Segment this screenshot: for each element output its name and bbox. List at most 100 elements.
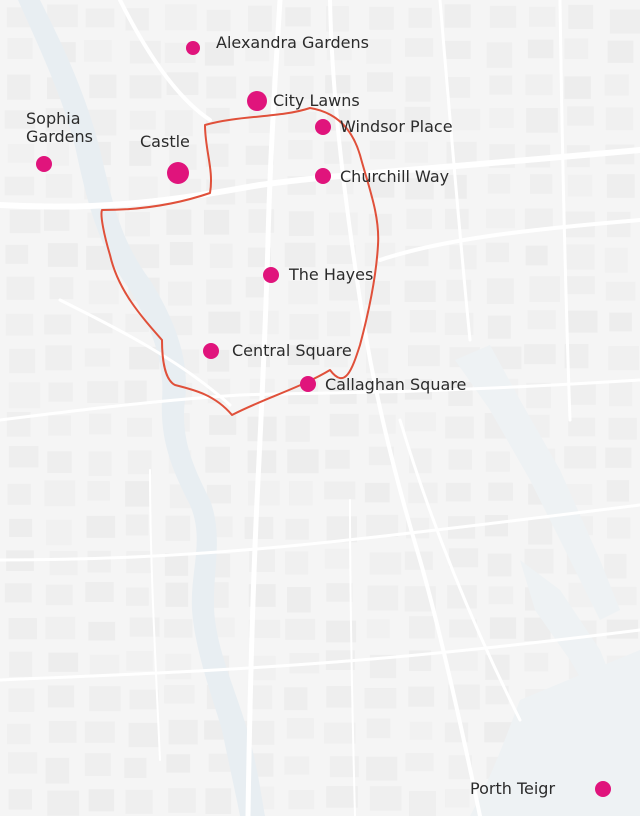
city-block bbox=[564, 446, 597, 469]
city-block bbox=[208, 311, 241, 334]
city-block bbox=[488, 586, 514, 605]
city-block bbox=[8, 789, 32, 810]
city-block bbox=[48, 720, 77, 743]
city-block bbox=[45, 108, 70, 132]
road bbox=[0, 503, 640, 562]
city-block bbox=[609, 9, 640, 34]
city-block bbox=[445, 416, 474, 439]
city-block bbox=[287, 345, 320, 366]
place-marker-porth-teigr[interactable] bbox=[595, 781, 611, 797]
place-marker-the-hayes[interactable] bbox=[263, 267, 279, 283]
city-block bbox=[47, 243, 78, 267]
city-block bbox=[607, 517, 631, 539]
road bbox=[349, 499, 356, 816]
place-marker-callaghan-square[interactable] bbox=[300, 376, 316, 392]
place-marker-castle[interactable] bbox=[167, 162, 189, 184]
city-block bbox=[45, 174, 73, 198]
city-block bbox=[89, 413, 112, 435]
city-block bbox=[168, 788, 196, 813]
city-block bbox=[605, 447, 632, 468]
city-block bbox=[88, 621, 116, 641]
city-block bbox=[366, 39, 392, 64]
place-marker-city-lawns[interactable] bbox=[247, 91, 267, 111]
river-taff bbox=[18, 0, 265, 816]
city-block bbox=[367, 72, 393, 92]
city-block bbox=[88, 451, 112, 476]
city-block bbox=[247, 685, 273, 710]
city-block bbox=[405, 753, 434, 772]
city-block bbox=[85, 582, 114, 602]
city-block bbox=[165, 515, 191, 541]
roath-dock bbox=[455, 345, 620, 620]
city-block bbox=[444, 208, 469, 230]
city-block bbox=[48, 382, 73, 402]
city-block bbox=[207, 378, 231, 404]
city-block bbox=[124, 380, 147, 404]
city-block bbox=[125, 481, 150, 507]
city-block bbox=[564, 38, 589, 59]
city-block bbox=[567, 174, 593, 197]
city-block bbox=[325, 449, 350, 469]
city-block bbox=[285, 7, 311, 27]
city-block bbox=[326, 516, 357, 543]
city-block bbox=[245, 276, 270, 298]
city-block bbox=[288, 140, 313, 160]
city-block bbox=[408, 686, 435, 707]
road bbox=[245, 0, 283, 816]
city-block bbox=[404, 38, 434, 57]
place-marker-alexandra-gardens[interactable] bbox=[186, 41, 200, 55]
city-block bbox=[89, 686, 121, 712]
place-marker-windsor-place[interactable] bbox=[315, 119, 331, 135]
city-block bbox=[446, 651, 478, 671]
city-block bbox=[527, 310, 556, 330]
city-block bbox=[248, 5, 272, 32]
city-block bbox=[8, 688, 35, 712]
road bbox=[0, 147, 640, 210]
city-block bbox=[45, 616, 76, 640]
city-block bbox=[204, 42, 234, 66]
city-block bbox=[446, 76, 471, 98]
city-block bbox=[568, 4, 594, 29]
city-block bbox=[248, 619, 281, 638]
city-block bbox=[44, 314, 72, 335]
city-block bbox=[529, 6, 556, 27]
city-block bbox=[84, 721, 115, 743]
city-block bbox=[89, 74, 117, 99]
city-block bbox=[326, 686, 352, 708]
city-block bbox=[49, 277, 74, 300]
city-block bbox=[448, 449, 472, 470]
city-block bbox=[524, 208, 553, 230]
city-block bbox=[7, 38, 33, 60]
city-block bbox=[448, 755, 472, 780]
city-block bbox=[404, 141, 429, 163]
city-block bbox=[444, 4, 471, 28]
city-block bbox=[47, 4, 78, 28]
city-block bbox=[289, 314, 319, 340]
city-block bbox=[524, 344, 556, 365]
city-block bbox=[6, 276, 35, 300]
city-block bbox=[88, 280, 119, 305]
city-block bbox=[605, 281, 636, 301]
city-block bbox=[5, 244, 29, 264]
city-block bbox=[247, 480, 280, 506]
place-marker-churchill-way[interactable] bbox=[315, 168, 331, 184]
city-block bbox=[368, 446, 394, 466]
city-block bbox=[4, 110, 36, 129]
city-block bbox=[489, 75, 513, 95]
place-marker-sophia-gardens[interactable] bbox=[36, 156, 52, 172]
city-block bbox=[364, 482, 390, 503]
city-block bbox=[208, 753, 233, 772]
city-block bbox=[408, 7, 432, 28]
city-block bbox=[129, 617, 160, 637]
city-block bbox=[529, 276, 560, 302]
place-label-the-hayes: The Hayes bbox=[289, 265, 374, 284]
city-block bbox=[524, 652, 549, 672]
city-block bbox=[126, 551, 151, 574]
city-block bbox=[168, 719, 198, 745]
place-marker-central-square[interactable] bbox=[203, 343, 219, 359]
city-block bbox=[485, 685, 509, 705]
city-block bbox=[85, 8, 115, 28]
city-block bbox=[486, 278, 514, 305]
